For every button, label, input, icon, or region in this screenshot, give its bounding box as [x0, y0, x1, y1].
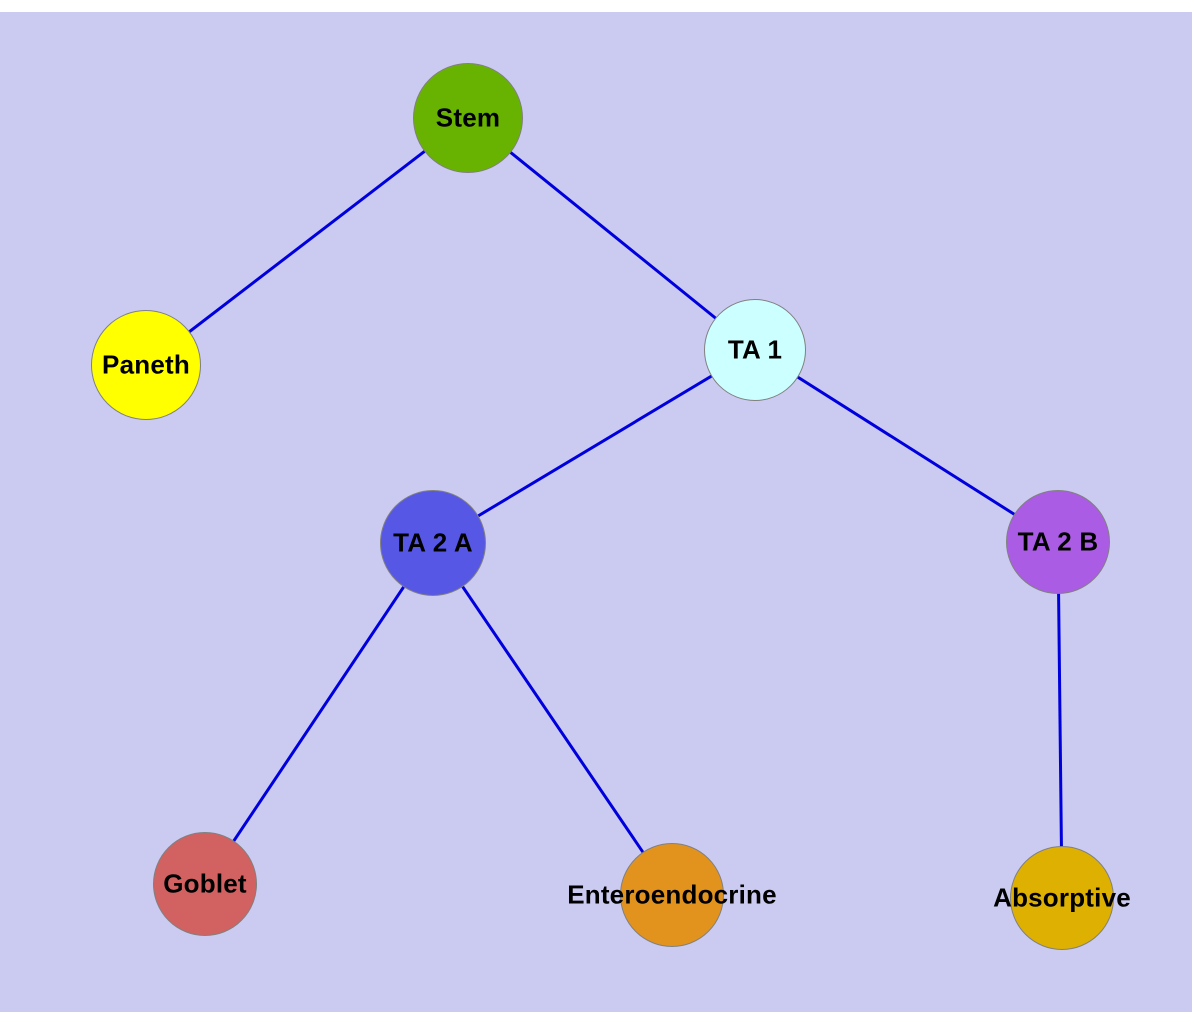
edge-ta2b-absorptive — [1056, 541, 1064, 899]
node-label-ta2b: TA 2 B — [1017, 526, 1099, 557]
node-label-absorptive: Absorptive — [993, 882, 1131, 913]
node-ta2a: TA 2 A — [380, 490, 486, 596]
node-stem: Stem — [413, 63, 523, 173]
node-ta2b: TA 2 B — [1006, 490, 1110, 594]
edge-stem-ta1 — [467, 116, 756, 352]
node-label-enteroendocrine: Enteroendocrine — [567, 879, 777, 910]
edges-layer — [145, 116, 1064, 899]
page-margin-bottom — [0, 1012, 1192, 1023]
node-enteroendocrine: Enteroendocrine — [567, 843, 777, 947]
edge-stem-paneth — [145, 116, 469, 367]
node-label-ta2a: TA 2 A — [393, 527, 473, 558]
node-absorptive: Absorptive — [993, 846, 1131, 950]
edge-ta2a-goblet — [203, 542, 435, 885]
node-label-ta1: TA 1 — [727, 334, 783, 365]
node-label-paneth: Paneth — [102, 349, 190, 380]
edge-ta2a-enteroendocrine — [431, 542, 674, 896]
node-ta1: TA 1 — [704, 299, 806, 401]
edge-ta1-ta2a — [432, 348, 756, 545]
node-goblet: Goblet — [153, 832, 257, 936]
node-paneth: Paneth — [91, 310, 201, 420]
node-label-stem: Stem — [435, 102, 501, 133]
edge-ta1-ta2b — [754, 348, 1059, 544]
page-margin-top — [0, 0, 1192, 12]
node-label-goblet: Goblet — [163, 868, 247, 899]
